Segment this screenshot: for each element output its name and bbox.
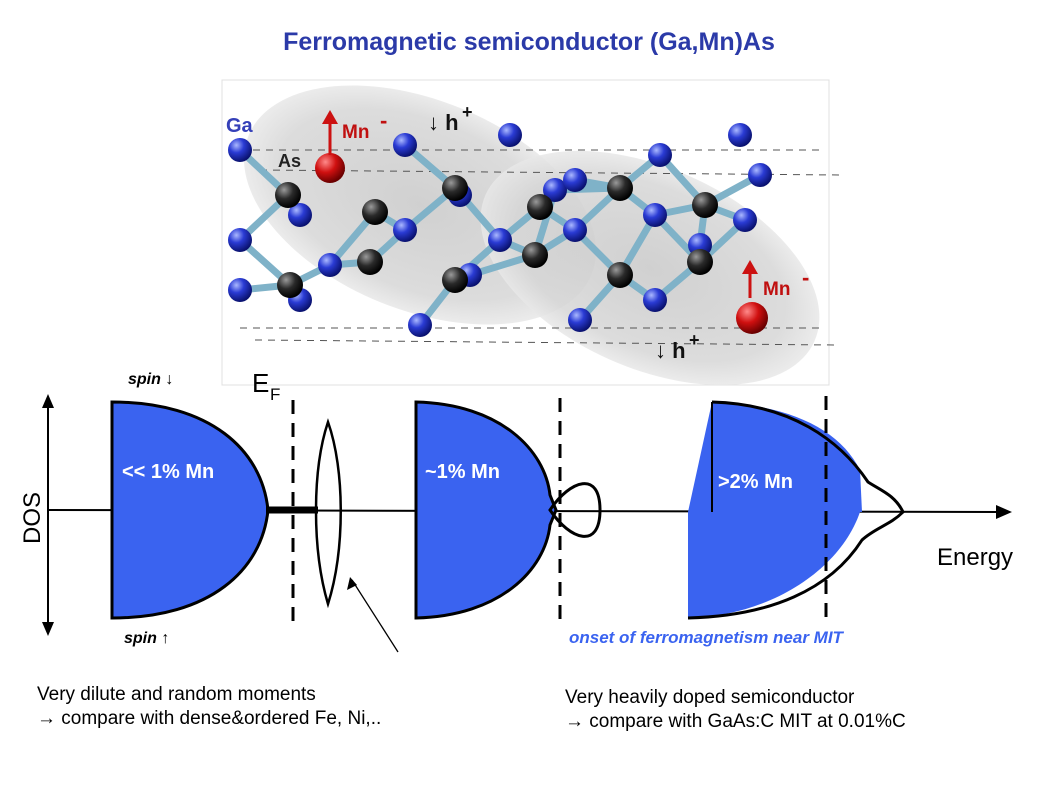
mit-annotation: onset of ferromagnetism near MIT bbox=[569, 628, 845, 647]
ga-atom bbox=[748, 163, 772, 187]
mn-label-bottom: Mn bbox=[763, 279, 790, 300]
caption-left-line-1: Very dilute and random moments bbox=[37, 684, 316, 705]
dos-label: DOS bbox=[19, 492, 46, 544]
caption-right-line-2: → compare with GaAs:C MIT at 0.01%C bbox=[565, 711, 906, 732]
hole-label-top: ↓ h bbox=[428, 110, 459, 135]
as-atom bbox=[442, 175, 468, 201]
band-panel-3-lower bbox=[688, 512, 860, 618]
ga-atom bbox=[228, 278, 252, 302]
ga-atom bbox=[563, 168, 587, 192]
band-panel-2 bbox=[414, 400, 558, 620]
ga-atom bbox=[543, 178, 567, 202]
ga-atom bbox=[228, 138, 252, 162]
fermi-subscript: F bbox=[270, 385, 280, 404]
ga-atom bbox=[393, 218, 417, 242]
as-atom bbox=[607, 262, 633, 288]
ga-atom bbox=[728, 123, 752, 147]
as-label: As bbox=[278, 151, 301, 171]
as-atom bbox=[275, 182, 301, 208]
mn-atom bbox=[736, 302, 768, 334]
ga-atom bbox=[228, 228, 252, 252]
cell-outline bbox=[254, 339, 836, 346]
pointer-arrow bbox=[351, 579, 399, 653]
energy-axis-arrow bbox=[996, 505, 1012, 519]
ga-atom bbox=[498, 123, 522, 147]
caption-left: Very dilute and random moments → compare… bbox=[37, 683, 381, 731]
as-atom bbox=[607, 175, 633, 201]
band-panel-3-outline bbox=[687, 400, 905, 620]
mn-spin-arrowhead-bottom bbox=[742, 260, 758, 274]
ga-label: Ga bbox=[226, 115, 254, 137]
ga-atom bbox=[643, 288, 667, 312]
ga-atom bbox=[288, 203, 312, 227]
dos-axis-arrow-top bbox=[42, 394, 54, 408]
ga-atom bbox=[648, 143, 672, 167]
as-atom bbox=[442, 267, 468, 293]
ga-atom bbox=[643, 203, 667, 227]
ga-atom bbox=[563, 218, 587, 242]
ga-atom bbox=[318, 253, 342, 277]
spin-up-label: spin ↑ bbox=[124, 630, 169, 647]
spin-down-label: spin ↓ bbox=[128, 371, 173, 388]
hole-charge-top: + bbox=[462, 102, 473, 122]
mn-label-top: Mn bbox=[342, 122, 369, 143]
band-panel-1 bbox=[110, 400, 270, 620]
cell-outline bbox=[259, 169, 841, 176]
caption-left-line-2: → compare with dense&ordered Fe, Ni,.. bbox=[37, 708, 382, 729]
as-atom bbox=[357, 249, 383, 275]
page-title: Ferromagnetic semiconductor (Ga,Mn)As bbox=[283, 28, 775, 56]
caption-right: Very heavily doped semiconductor → compa… bbox=[565, 686, 906, 734]
ga-atom bbox=[408, 313, 432, 337]
hole-charge-bottom: + bbox=[689, 330, 700, 350]
energy-label: Energy bbox=[937, 544, 1013, 571]
as-atom bbox=[277, 272, 303, 298]
mn-spin-arrowhead-top bbox=[322, 110, 338, 124]
lattice-image: Ga As Mn - Mn - ↓ h + ↓ h + bbox=[221, 79, 841, 386]
as-atom bbox=[522, 242, 548, 268]
impurity-band-2 bbox=[548, 482, 602, 538]
mn-charge-bottom: - bbox=[802, 265, 809, 290]
panel-label-1: << 1% Mn bbox=[122, 461, 214, 483]
as-atom bbox=[692, 192, 718, 218]
pointer-arrowhead bbox=[347, 577, 357, 590]
hole-cloud-bottom bbox=[480, 150, 820, 386]
hole-label-bottom: ↓ h bbox=[655, 338, 686, 363]
dos-diagram: DOS Energy spin ↓ spin ↑ E F << 1% Mn ~1… bbox=[19, 368, 1013, 653]
band-panel-3 bbox=[688, 402, 862, 512]
as-atom bbox=[687, 249, 713, 275]
fermi-label: E bbox=[252, 368, 269, 398]
as-atom bbox=[527, 194, 553, 220]
ga-atom bbox=[488, 228, 512, 252]
as-atom bbox=[362, 199, 388, 225]
ga-atom bbox=[733, 208, 757, 232]
impurity-lens-1 bbox=[314, 418, 342, 609]
ga-atom bbox=[568, 308, 592, 332]
caption-right-line-1: Very heavily doped semiconductor bbox=[565, 687, 855, 708]
ga-atom bbox=[393, 133, 417, 157]
mn-atom bbox=[315, 153, 345, 183]
panel-label-3: >2% Mn bbox=[718, 471, 793, 493]
mn-charge-top: - bbox=[380, 108, 387, 133]
panel-label-2: ~1% Mn bbox=[425, 461, 500, 483]
dos-axis-arrow-bottom bbox=[42, 622, 54, 636]
